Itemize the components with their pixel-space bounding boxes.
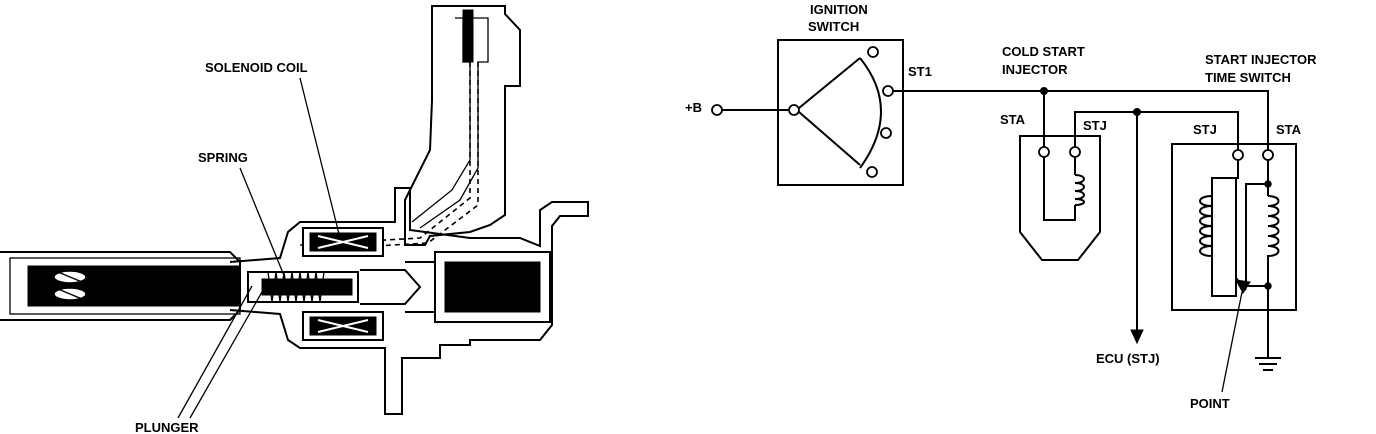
nozzle-tube-inner (9, 257, 241, 315)
label-ignition-line1: IGNITION (810, 2, 868, 17)
threaded-section (434, 251, 551, 323)
ignition-switch-box (777, 39, 904, 186)
time-switch-point (1235, 277, 1251, 294)
b-plus-terminal (711, 104, 723, 116)
cold-start-injector-cross-section: SOLENOID COIL SPRING PLUNGER (0, 5, 589, 434)
label-sta-right: STA (1276, 122, 1302, 137)
fuel-inlet-inner-2 (411, 18, 471, 223)
inlet-fitting (462, 9, 474, 63)
ecu-arrow (1130, 329, 1144, 345)
ts-sta-terminal (1262, 149, 1274, 161)
spring (267, 271, 325, 303)
label-st1: ST1 (908, 64, 932, 79)
cold-stj-terminal (1069, 146, 1081, 158)
nozzle-seat (360, 261, 435, 313)
ground-icon (1255, 357, 1281, 371)
label-b-plus: +B (685, 100, 702, 115)
label-spring: SPRING (198, 150, 248, 165)
leader-point (1221, 291, 1243, 393)
label-solenoid-coil: SOLENOID COIL (205, 60, 308, 75)
cold-injector-internal (1043, 157, 1076, 221)
time-switch-internals (1211, 160, 1272, 358)
label-stj-right: STJ (1193, 122, 1217, 137)
leader-spring (239, 167, 286, 279)
fuel-inlet-housing (404, 5, 521, 246)
cold-sta-terminal (1038, 146, 1050, 158)
leader-plunger (177, 285, 253, 419)
solenoid-coil-upper (302, 227, 384, 257)
injector-body-lower (229, 252, 553, 415)
time-switch-coil-right (1267, 195, 1280, 286)
label-plunger: PLUNGER (135, 420, 199, 434)
time-switch-coil-left (1199, 195, 1213, 257)
leader-solenoid-coil (299, 77, 341, 239)
fuel-passage-dashed (299, 62, 471, 246)
label-ecu: ECU (STJ) (1096, 351, 1160, 366)
ts-stj-terminal (1232, 149, 1244, 161)
label-time-switch-line2: TIME SWITCH (1205, 70, 1291, 85)
label-point: POINT (1190, 396, 1230, 411)
fuel-passage-dashed-2 (304, 62, 479, 251)
nozzle-swirl (53, 270, 87, 301)
wire-stj-ecu (1074, 111, 1239, 150)
label-cold-start-line2: INJECTOR (1002, 62, 1068, 77)
cold-start-injector-body (1019, 135, 1101, 261)
solenoid-coil-lower (302, 311, 384, 341)
label-ignition-line2: SWITCH (808, 19, 859, 34)
thread-hatching (444, 261, 541, 313)
label-cold-start-line1: COLD START (1002, 44, 1085, 59)
wire-st1 (893, 90, 1269, 150)
injector-body-upper (229, 187, 589, 263)
time-switch-box (1171, 143, 1297, 311)
ignition-switch-contacts (788, 46, 894, 178)
cold-injector-coil (1074, 174, 1085, 206)
leader-plunger-2 (189, 291, 263, 419)
label-time-switch-line1: START INJECTOR (1205, 52, 1317, 67)
label-sta-left: STA (1000, 112, 1026, 127)
wiring-diagram: +B IGNITION SWITCH ST1 COLD START INJECT… (685, 2, 1317, 411)
label-stj-left: STJ (1083, 118, 1107, 133)
